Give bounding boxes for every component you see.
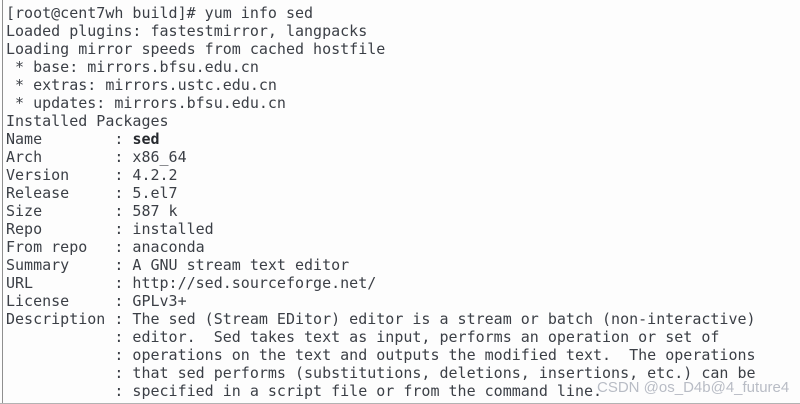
terminal-line: Summary : A GNU stream text editor (6, 256, 800, 274)
terminal-line: Repo : installed (6, 220, 800, 238)
terminal-text: : that sed performs (substitutions, dele… (6, 364, 756, 382)
terminal-text: Description : The sed (Stream EDitor) ed… (6, 310, 756, 328)
terminal-text: URL : http://sed.sourceforge.net/ (6, 274, 377, 292)
terminal-text: Loading mirror speeds from cached hostfi… (6, 40, 386, 58)
terminal-line: From repo : anaconda (6, 238, 800, 256)
terminal-line: * base: mirrors.bfsu.edu.cn (6, 58, 800, 76)
terminal-text: Arch : x86_64 (6, 148, 187, 166)
terminal-text: : specified in a script file or from the… (6, 382, 603, 400)
terminal-line: Loading mirror speeds from cached hostfi… (6, 40, 800, 58)
terminal-text: Summary : A GNU stream text editor (6, 256, 350, 274)
terminal-text: Version : 4.2.2 (6, 166, 178, 184)
terminal-line: Loaded plugins: fastestmirror, langpacks (6, 22, 800, 40)
terminal-line: Size : 587 k (6, 202, 800, 220)
terminal-line: Description : The sed (Stream EDitor) ed… (6, 310, 800, 328)
terminal-text: [root@cent7wh build]# yum info sed (6, 4, 314, 22)
terminal-text: From repo : anaconda (6, 238, 205, 256)
terminal-text: Release : 5.el7 (6, 184, 178, 202)
terminal-line: * extras: mirrors.ustc.edu.cn (6, 76, 800, 94)
terminal-line: : specified in a script file or from the… (6, 382, 800, 400)
terminal-text: * updates: mirrors.bfsu.edu.cn (6, 94, 286, 112)
terminal-line: Version : 4.2.2 (6, 166, 800, 184)
terminal-line: Name : sed (6, 130, 800, 148)
terminal-text: Installed Packages (6, 112, 169, 130)
terminal-line: : editor. Sed takes text as input, perfo… (6, 328, 800, 346)
terminal-line: Arch : x86_64 (6, 148, 800, 166)
terminal-text: : editor. Sed takes text as input, perfo… (6, 328, 720, 346)
terminal-text: Name : (6, 130, 133, 148)
terminal-line: URL : http://sed.sourceforge.net/ (6, 274, 800, 292)
terminal-text: * base: mirrors.bfsu.edu.cn (6, 58, 259, 76)
terminal-text: * extras: mirrors.ustc.edu.cn (6, 76, 277, 94)
terminal-text: : operations on the text and outputs the… (6, 346, 756, 364)
terminal-text: Loaded plugins: fastestmirror, langpacks (6, 22, 368, 40)
terminal-text: License : GPLv3+ (6, 292, 187, 310)
terminal-line: Release : 5.el7 (6, 184, 800, 202)
terminal-text: Repo : installed (6, 220, 214, 238)
terminal-line: License : GPLv3+ (6, 292, 800, 310)
terminal-line: : operations on the text and outputs the… (6, 346, 800, 364)
terminal-text: Size : 587 k (6, 202, 178, 220)
terminal-line: [root@cent7wh build]# yum info sed (6, 4, 800, 22)
terminal-line: Installed Packages (6, 112, 800, 130)
terminal-line: * updates: mirrors.bfsu.edu.cn (6, 94, 800, 112)
terminal-line: : that sed performs (substitutions, dele… (6, 364, 800, 382)
terminal-text-bold: sed (132, 130, 160, 148)
